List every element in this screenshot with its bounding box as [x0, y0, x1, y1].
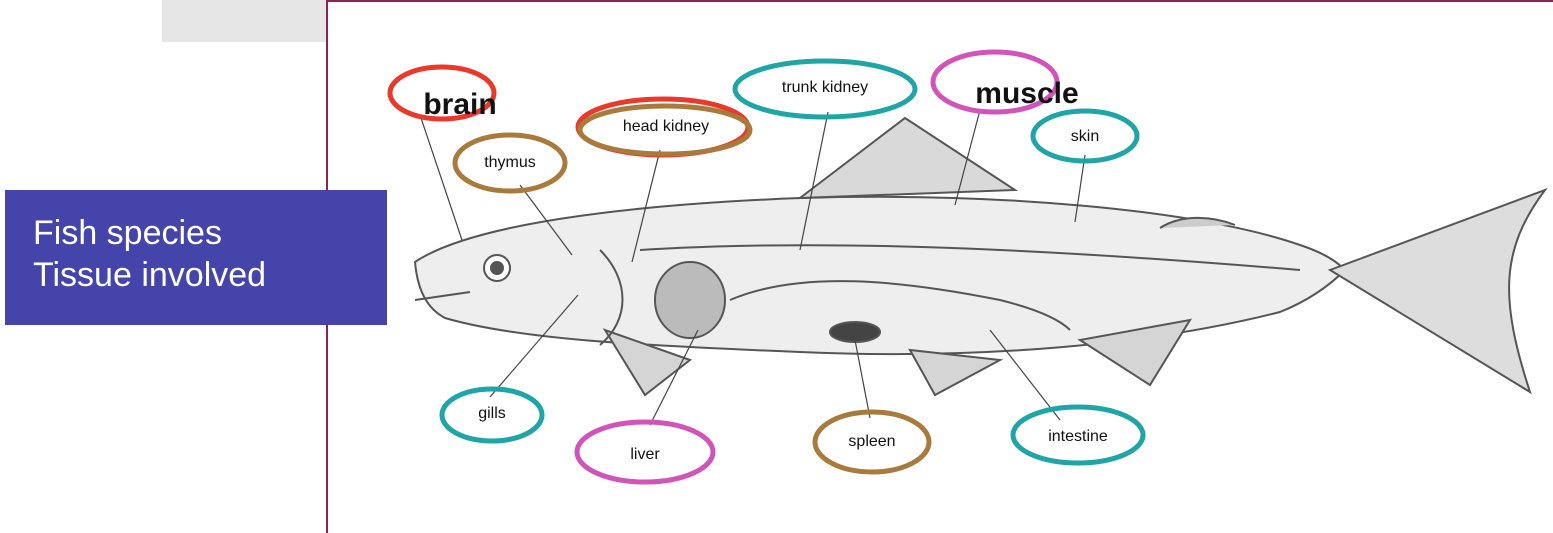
label-skin: skin: [1071, 128, 1099, 146]
label-muscle: muscle: [975, 77, 1078, 111]
leader-brain: [420, 115, 462, 240]
label-liver: liver: [630, 446, 659, 464]
label-spleen: spleen: [848, 433, 895, 451]
dorsal-fin: [800, 118, 1015, 198]
tail-fin: [1330, 190, 1545, 392]
label-trunk-kidney: trunk kidney: [782, 79, 868, 97]
pelvic-fin: [910, 350, 1000, 395]
label-brain: brain: [423, 88, 496, 122]
callout-box: Fish species Tissue involved: [5, 190, 387, 325]
label-thymus: thymus: [484, 154, 536, 172]
label-intestine: intestine: [1048, 428, 1108, 446]
fish-pupil: [491, 262, 503, 274]
liver-organ: [655, 262, 725, 338]
spleen-organ: [830, 322, 880, 342]
label-gills: gills: [478, 405, 506, 423]
callout-line-1: Fish species: [33, 212, 387, 254]
callout-line-2: Tissue involved: [33, 254, 387, 296]
label-head-kidney: head kidney: [623, 118, 709, 136]
fish-illustration: [415, 118, 1545, 395]
